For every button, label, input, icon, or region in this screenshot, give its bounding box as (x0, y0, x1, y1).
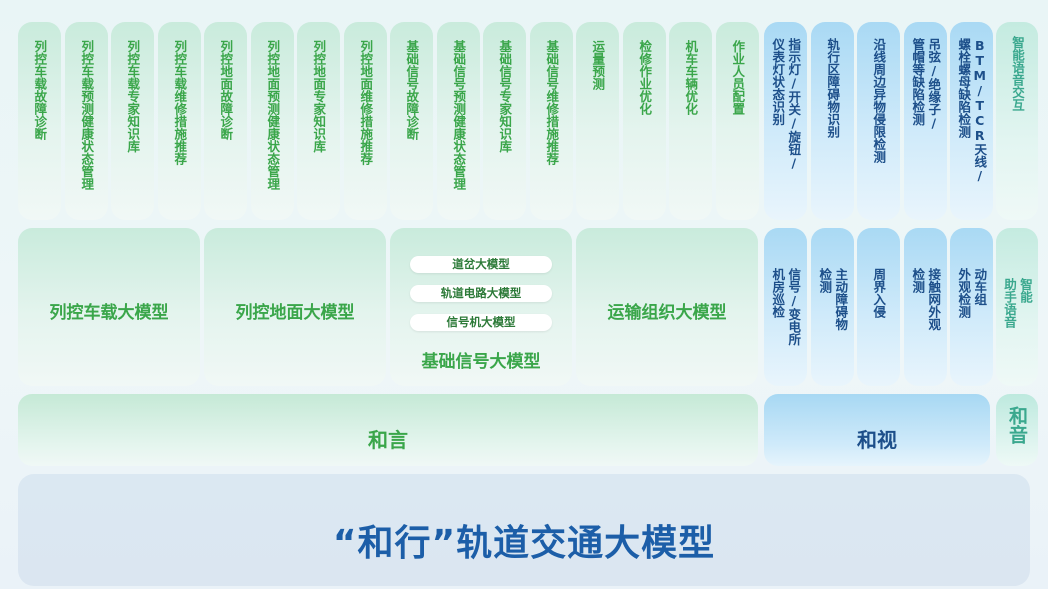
mid-card-blue-0-line: 信号/变电所 (786, 268, 802, 346)
pill-track-circuit-model: 轨道电路大模型 (410, 285, 552, 302)
top-card-blue-2: 沿线周边异物侵限检测 (857, 22, 900, 220)
top-card-green-6-line: 列控地面专家知识库 (311, 40, 327, 153)
top-card-blue-0-line: 指示灯/开关/旋钮/ (786, 38, 802, 171)
top-card-blue-3-line: 管帽等缺陷检测 (910, 38, 926, 126)
top-card-green-15-line: 作业人员配置 (730, 40, 746, 115)
base-heyin: 和音 (996, 394, 1038, 466)
mid-card-blue-4-line: 动车组 (972, 268, 988, 306)
mid-card-voice-assistant: 智能 助手语音 (996, 228, 1038, 386)
top-card-blue-4-line: BTM/TCR天线/ (972, 38, 988, 183)
model-card-label: 运输组织大模型 (607, 303, 727, 323)
mid-card-blue-1-line: 主动障碍物 (833, 268, 849, 331)
top-card-green-14: 机车车辆优化 (669, 22, 712, 220)
top-card-blue-3: 吊弦/绝缘子/管帽等缺陷检测 (904, 22, 947, 220)
top-card-blue-0-line: 仪表灯状态识别 (770, 38, 786, 126)
top-card-green-10-line: 基础信号专家知识库 (497, 40, 513, 153)
top-card-green-4: 列控地面故障诊断 (204, 22, 247, 220)
top-card-green-5: 列控地面预测健康状态管理 (251, 22, 294, 220)
model-card-train-ground: 列控地面大模型 (204, 228, 386, 386)
mid-card-blue-3-line: 检测 (910, 268, 926, 293)
base-heyan-label: 和言 (368, 428, 408, 452)
top-card-green-9: 基础信号预测健康状态管理 (437, 22, 480, 220)
top-card-green-4-line: 列控地面故障诊断 (218, 40, 234, 140)
mid-card-blue-1: 主动障碍物检测 (811, 228, 854, 386)
top-card-green-2: 列控车载专家知识库 (111, 22, 154, 220)
base-heshi-label: 和视 (857, 428, 897, 452)
top-card-green-3: 列控车载维修措施推荐 (158, 22, 201, 220)
footer-panel: “和行”轨道交通大模型 (18, 474, 1030, 586)
pill-signal-machine-model: 信号机大模型 (410, 314, 552, 331)
model-card-label: 基础信号大模型 (421, 352, 541, 372)
top-card-blue-1: 轨行区障碍物识别 (811, 22, 854, 220)
top-card-label: 智能语音交互 (1010, 36, 1025, 111)
top-card-green-11: 基础信号维修措施推荐 (530, 22, 573, 220)
top-card-green-6: 列控地面专家知识库 (297, 22, 340, 220)
mid-card-line: 智能 (1018, 278, 1033, 303)
top-card-green-7-line: 列控地面维修措施推荐 (358, 40, 374, 165)
top-card-green-14-line: 机车车辆优化 (683, 40, 699, 115)
model-card-train-onboard: 列控车载大模型 (18, 228, 200, 386)
base-heshi: 和视 (764, 394, 990, 466)
top-card-green-12-line: 运量预测 (590, 40, 606, 90)
mid-card-blue-0: 信号/变电所机房巡检 (764, 228, 807, 386)
mid-card-blue-2: 周界入侵 (857, 228, 900, 386)
top-card-green-8-line: 基础信号故障诊断 (404, 40, 420, 140)
model-card-label: 列控车载大模型 (49, 303, 169, 323)
top-card-green-11-line: 基础信号维修措施推荐 (544, 40, 560, 165)
top-card-blue-1-line: 轨行区障碍物识别 (825, 38, 841, 138)
model-card-basic-signal: 道岔大模型 轨道电路大模型 信号机大模型 基础信号大模型 (390, 228, 572, 386)
top-card-green-12: 运量预测 (576, 22, 619, 220)
top-card-green-7: 列控地面维修措施推荐 (344, 22, 387, 220)
top-card-green-10: 基础信号专家知识库 (483, 22, 526, 220)
top-card-green-0: 列控车载故障诊断 (18, 22, 61, 220)
top-card-green-0-line: 列控车载故障诊断 (32, 40, 48, 140)
top-card-blue-2-line: 沿线周边异物侵限检测 (871, 38, 887, 163)
mid-card-line: 助手语音 (1002, 278, 1017, 328)
top-card-green-1: 列控车载预测健康状态管理 (65, 22, 108, 220)
top-card-blue-4: BTM/TCR天线/螺栓螺母缺陷检测 (950, 22, 993, 220)
mid-card-blue-2-line: 周界入侵 (871, 268, 887, 318)
mid-card-blue-4: 动车组外观检测 (950, 228, 993, 386)
model-card-transport-organization: 运输组织大模型 (576, 228, 758, 386)
footer-title: “和行”轨道交通大模型 (332, 523, 716, 564)
top-card-green-5-line: 列控地面预测健康状态管理 (265, 40, 281, 190)
top-card-green-8: 基础信号故障诊断 (390, 22, 433, 220)
mid-card-blue-4-line: 外观检测 (956, 268, 972, 318)
mid-card-blue-3-line: 接触网外观 (926, 268, 942, 331)
base-heyin-label: 和音 (1006, 406, 1028, 444)
top-card-green-3-line: 列控车载维修措施推荐 (172, 40, 188, 165)
top-card-green-13-line: 检修作业优化 (637, 40, 653, 115)
mid-card-blue-1-line: 检测 (817, 268, 833, 293)
top-card-green-13: 检修作业优化 (623, 22, 666, 220)
top-card-green-1-line: 列控车载预测健康状态管理 (79, 40, 95, 190)
mid-card-blue-3: 接触网外观检测 (904, 228, 947, 386)
top-card-green-2-line: 列控车载专家知识库 (125, 40, 141, 153)
top-card-voice-interaction: 智能语音交互 (996, 22, 1038, 220)
top-card-blue-4-line: 螺栓螺母缺陷检测 (956, 38, 972, 138)
base-heyan: 和言 (18, 394, 758, 466)
top-card-blue-0: 指示灯/开关/旋钮/仪表灯状态识别 (764, 22, 807, 220)
top-card-blue-3-line: 吊弦/绝缘子/ (926, 38, 942, 131)
pill-switch-model: 道岔大模型 (410, 256, 552, 273)
top-card-green-9-line: 基础信号预测健康状态管理 (451, 40, 467, 190)
mid-card-blue-0-line: 机房巡检 (770, 268, 786, 318)
model-card-label: 列控地面大模型 (235, 303, 355, 323)
top-card-green-15: 作业人员配置 (716, 22, 759, 220)
